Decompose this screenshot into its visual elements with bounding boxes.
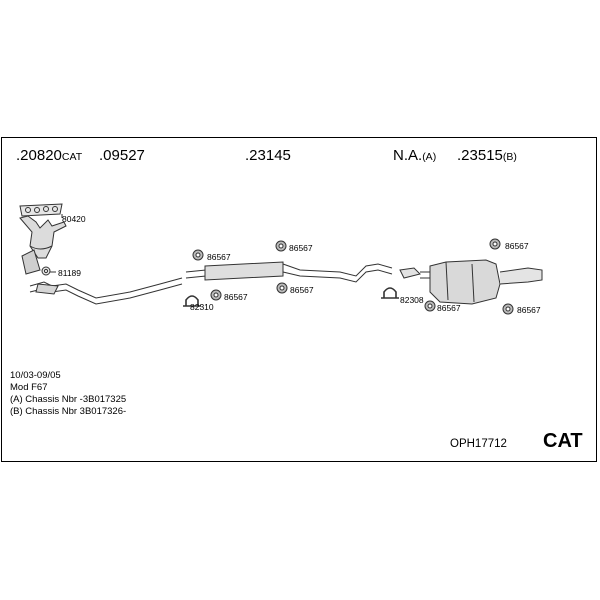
category-label: CAT (543, 430, 583, 452)
header-part-suffix: (B) (502, 151, 517, 163)
hanger-icon (192, 249, 204, 261)
part-label-hanger: 86567 (207, 252, 231, 262)
header-part-suffix: (A) (422, 151, 437, 163)
clamp-icon (381, 287, 399, 299)
manifold-gasket-icon (19, 203, 63, 217)
clip-icon (41, 266, 51, 276)
header-part-number: .23145 (245, 147, 291, 164)
part-label-clamp: 82310 (190, 302, 214, 312)
part-label-clamp: 82308 (400, 295, 424, 305)
front-pipe-icon (29, 277, 183, 305)
part-label-hanger: 86567 (437, 303, 461, 313)
header-part-na: N.A.(A) (393, 147, 436, 166)
part-label-gasket: 80420 (62, 214, 86, 224)
hanger-icon (210, 289, 222, 301)
part-label-hanger: 86567 (505, 241, 529, 251)
header-part-suffix: CAT (61, 151, 83, 163)
exhaust-manifold-icon (19, 215, 67, 275)
part-label-hanger: 86567 (224, 292, 248, 302)
header-part-number: .23515 (457, 147, 503, 164)
note-chassis-a: (A) Chassis Nbr -3B017325 (10, 394, 127, 405)
hanger-icon (489, 238, 501, 250)
hanger-icon (424, 300, 436, 312)
rear-silencer-icon (399, 259, 543, 305)
header-part-rear-silencer: .23515(B) (457, 147, 517, 166)
clamp-icon (183, 295, 201, 307)
part-label-hanger: 86567 (517, 305, 541, 315)
part-label-hanger: 86567 (289, 243, 313, 253)
part-label-hanger: 86567 (290, 285, 314, 295)
note-model: Mod F67 (10, 382, 48, 393)
header-part-number: .09527 (99, 147, 145, 164)
reference-code: OPH17712 (450, 438, 507, 450)
middle-silencer-icon (185, 261, 393, 283)
hanger-icon (275, 240, 287, 252)
header-part-manifold: .20820CAT (16, 147, 82, 166)
diagram-frame (1, 137, 597, 462)
header-part-middle-silencer: .23145 (245, 147, 291, 166)
hanger-icon (276, 282, 288, 294)
note-chassis-b: (B) Chassis Nbr 3B017326- (10, 406, 127, 417)
header-part-number: N.A. (393, 147, 423, 164)
hanger-icon (502, 303, 514, 315)
note-date-range: 10/03-09/05 (10, 370, 61, 381)
part-label-clip: 81189 (58, 268, 82, 278)
header-part-front-pipe: .09527 (99, 147, 145, 166)
header-part-number: .20820 (16, 147, 62, 164)
